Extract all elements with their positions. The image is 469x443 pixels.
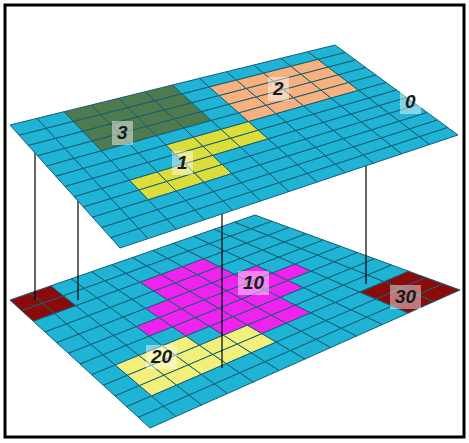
zone-value: 20	[146, 345, 177, 369]
zone-value: 1	[172, 151, 193, 175]
zone-value: 3	[112, 121, 133, 145]
zone-value: 10	[238, 271, 269, 295]
zone-value: 2	[268, 77, 289, 101]
top-raster-layer	[10, 45, 458, 248]
layer-link-lines	[35, 120, 366, 368]
zone-value: 0	[400, 90, 421, 114]
frame	[5, 5, 464, 437]
zone-value: 30	[390, 285, 421, 309]
raster-cell	[418, 284, 460, 302]
raster-cell	[420, 128, 458, 145]
